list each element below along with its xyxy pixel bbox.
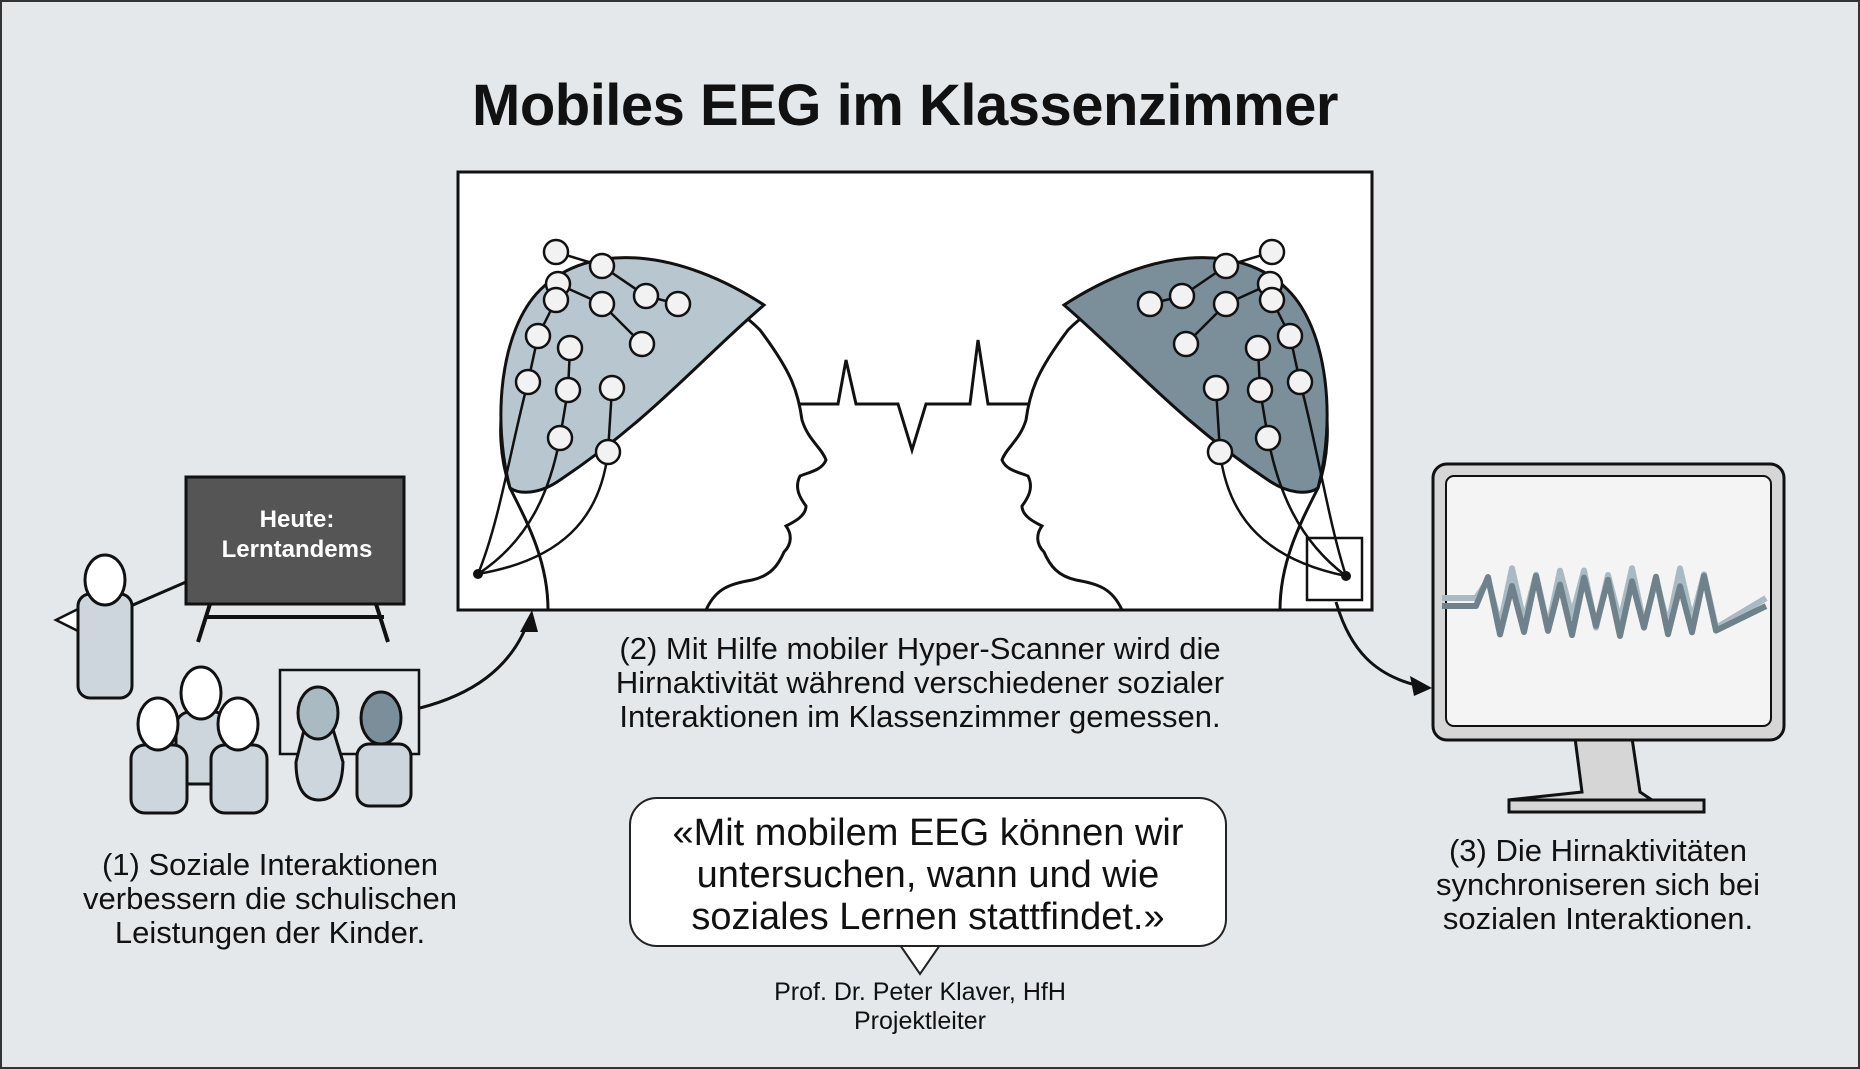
monitor-base bbox=[1507, 798, 1706, 814]
quote-line: «Mit mobilem EEG können wir bbox=[672, 812, 1184, 854]
child-head bbox=[216, 696, 260, 752]
electrode bbox=[1246, 376, 1274, 404]
electrode-wire bbox=[1298, 381, 1348, 577]
caption-line: synchroniseren sich bei bbox=[1436, 867, 1760, 902]
monitor-stand bbox=[1507, 736, 1657, 802]
tandem-child-head bbox=[296, 685, 340, 741]
brain-wave-dark bbox=[1442, 573, 1768, 639]
electrode bbox=[1244, 334, 1272, 362]
electrode-wire bbox=[477, 451, 610, 576]
electrode-wire bbox=[1218, 451, 1347, 578]
electrode bbox=[556, 334, 584, 362]
tandem-child-body bbox=[355, 742, 413, 808]
caption-line: sozialen Interaktionen. bbox=[1442, 901, 1754, 936]
left-cable-node bbox=[473, 569, 483, 579]
caption-line: (1) Soziale Interaktionen bbox=[101, 847, 439, 882]
sensor-highlight-box bbox=[1305, 536, 1364, 602]
board-text-line: Heute: bbox=[259, 506, 335, 533]
quote-line: untersuchen, wann und wie bbox=[696, 854, 1160, 896]
electrode bbox=[542, 286, 570, 314]
child-head bbox=[179, 665, 223, 721]
quote-attribution: Prof. Dr. Peter Klaver, HfH Projektleite… bbox=[700, 978, 1140, 1036]
step1-caption: (1) Soziale Interaktionen verbessern die… bbox=[40, 848, 500, 950]
electrode-wire bbox=[1149, 250, 1273, 306]
board-leg-left bbox=[196, 603, 212, 643]
electrode bbox=[1168, 282, 1196, 310]
electrode bbox=[1286, 368, 1314, 396]
electrode bbox=[632, 282, 660, 310]
electrode bbox=[664, 290, 692, 318]
classroom-illustration bbox=[53, 475, 421, 815]
electrode bbox=[546, 424, 574, 452]
electrode bbox=[594, 438, 622, 466]
electrode bbox=[1276, 322, 1304, 350]
electrode bbox=[588, 252, 616, 280]
quote-bubble: «Mit mobilem EEG können wir untersuchen,… bbox=[629, 797, 1227, 947]
brain-signal-line bbox=[800, 339, 1028, 456]
right-cable-node bbox=[1341, 571, 1351, 581]
electrode bbox=[628, 330, 656, 358]
caption-line: Hirnaktivität während verschiedener sozi… bbox=[615, 665, 1225, 700]
board-leg-right bbox=[374, 603, 390, 643]
quote-line: soziales Lernen stattfindet.» bbox=[691, 896, 1165, 938]
electrode bbox=[1258, 286, 1286, 314]
caption-line: (2) Mit Hilfe mobiler Hyper-Scanner wird… bbox=[619, 631, 1221, 666]
caption-line: verbessern die schulischen bbox=[83, 881, 457, 916]
electrode bbox=[1258, 238, 1286, 266]
electrode bbox=[542, 238, 570, 266]
tandem-child-head bbox=[359, 690, 403, 746]
electrode bbox=[524, 322, 552, 350]
electrode bbox=[1254, 424, 1282, 452]
step3-caption: (3) Die Hirnaktivitäten synchroniseren s… bbox=[1380, 834, 1816, 936]
tandem-highlight-box bbox=[278, 668, 421, 756]
quote-bubble-tail bbox=[898, 944, 942, 976]
electrode-wire bbox=[1266, 437, 1347, 577]
electrode-wire bbox=[476, 381, 530, 575]
teacher-body bbox=[76, 592, 134, 700]
pointer-stick bbox=[125, 580, 187, 610]
electrode bbox=[1212, 252, 1240, 280]
monitor bbox=[1431, 462, 1786, 814]
arrow-head bbox=[520, 610, 538, 632]
electrode bbox=[598, 374, 626, 402]
tandem-child-body bbox=[294, 724, 345, 802]
electrode bbox=[1212, 290, 1240, 318]
electrode-wire bbox=[555, 250, 679, 306]
electrode bbox=[1202, 374, 1230, 402]
caption-line: Leistungen der Kinder. bbox=[114, 915, 426, 950]
teacher-head bbox=[83, 553, 127, 607]
page-title: Mobiles EEG im Klassenzimmer bbox=[472, 73, 1338, 138]
eeg-heads bbox=[499, 256, 1329, 612]
electrode bbox=[588, 290, 616, 318]
electrode bbox=[1172, 330, 1200, 358]
caption-line: (3) Die Hirnaktivitäten bbox=[1448, 833, 1748, 868]
attribution-name: Prof. Dr. Peter Klaver, HfH bbox=[774, 978, 1066, 1006]
eeg-electrodes bbox=[476, 238, 1348, 578]
child-head bbox=[136, 696, 180, 752]
electrode bbox=[1206, 438, 1234, 466]
arrow-step1-to-step2 bbox=[419, 621, 530, 710]
step2-caption: (2) Mit Hilfe mobiler Hyper-Scanner wird… bbox=[540, 632, 1300, 734]
arrow-head bbox=[1410, 676, 1432, 696]
board-text: Heute: Lerntandems bbox=[186, 505, 408, 565]
board-screen bbox=[184, 475, 406, 606]
electrode bbox=[514, 368, 542, 396]
board-text-line: Lerntandems bbox=[221, 536, 373, 563]
arrow-step2-to-step3 bbox=[1334, 601, 1421, 688]
electrode bbox=[1136, 290, 1164, 318]
electrode-wire bbox=[477, 437, 562, 576]
child-body bbox=[209, 743, 269, 815]
attribution-role: Projektleiter bbox=[854, 1007, 986, 1035]
electrode bbox=[554, 376, 582, 404]
child-body bbox=[129, 743, 189, 815]
caption-line: Interaktionen im Klassenzimmer gemessen. bbox=[619, 699, 1221, 734]
